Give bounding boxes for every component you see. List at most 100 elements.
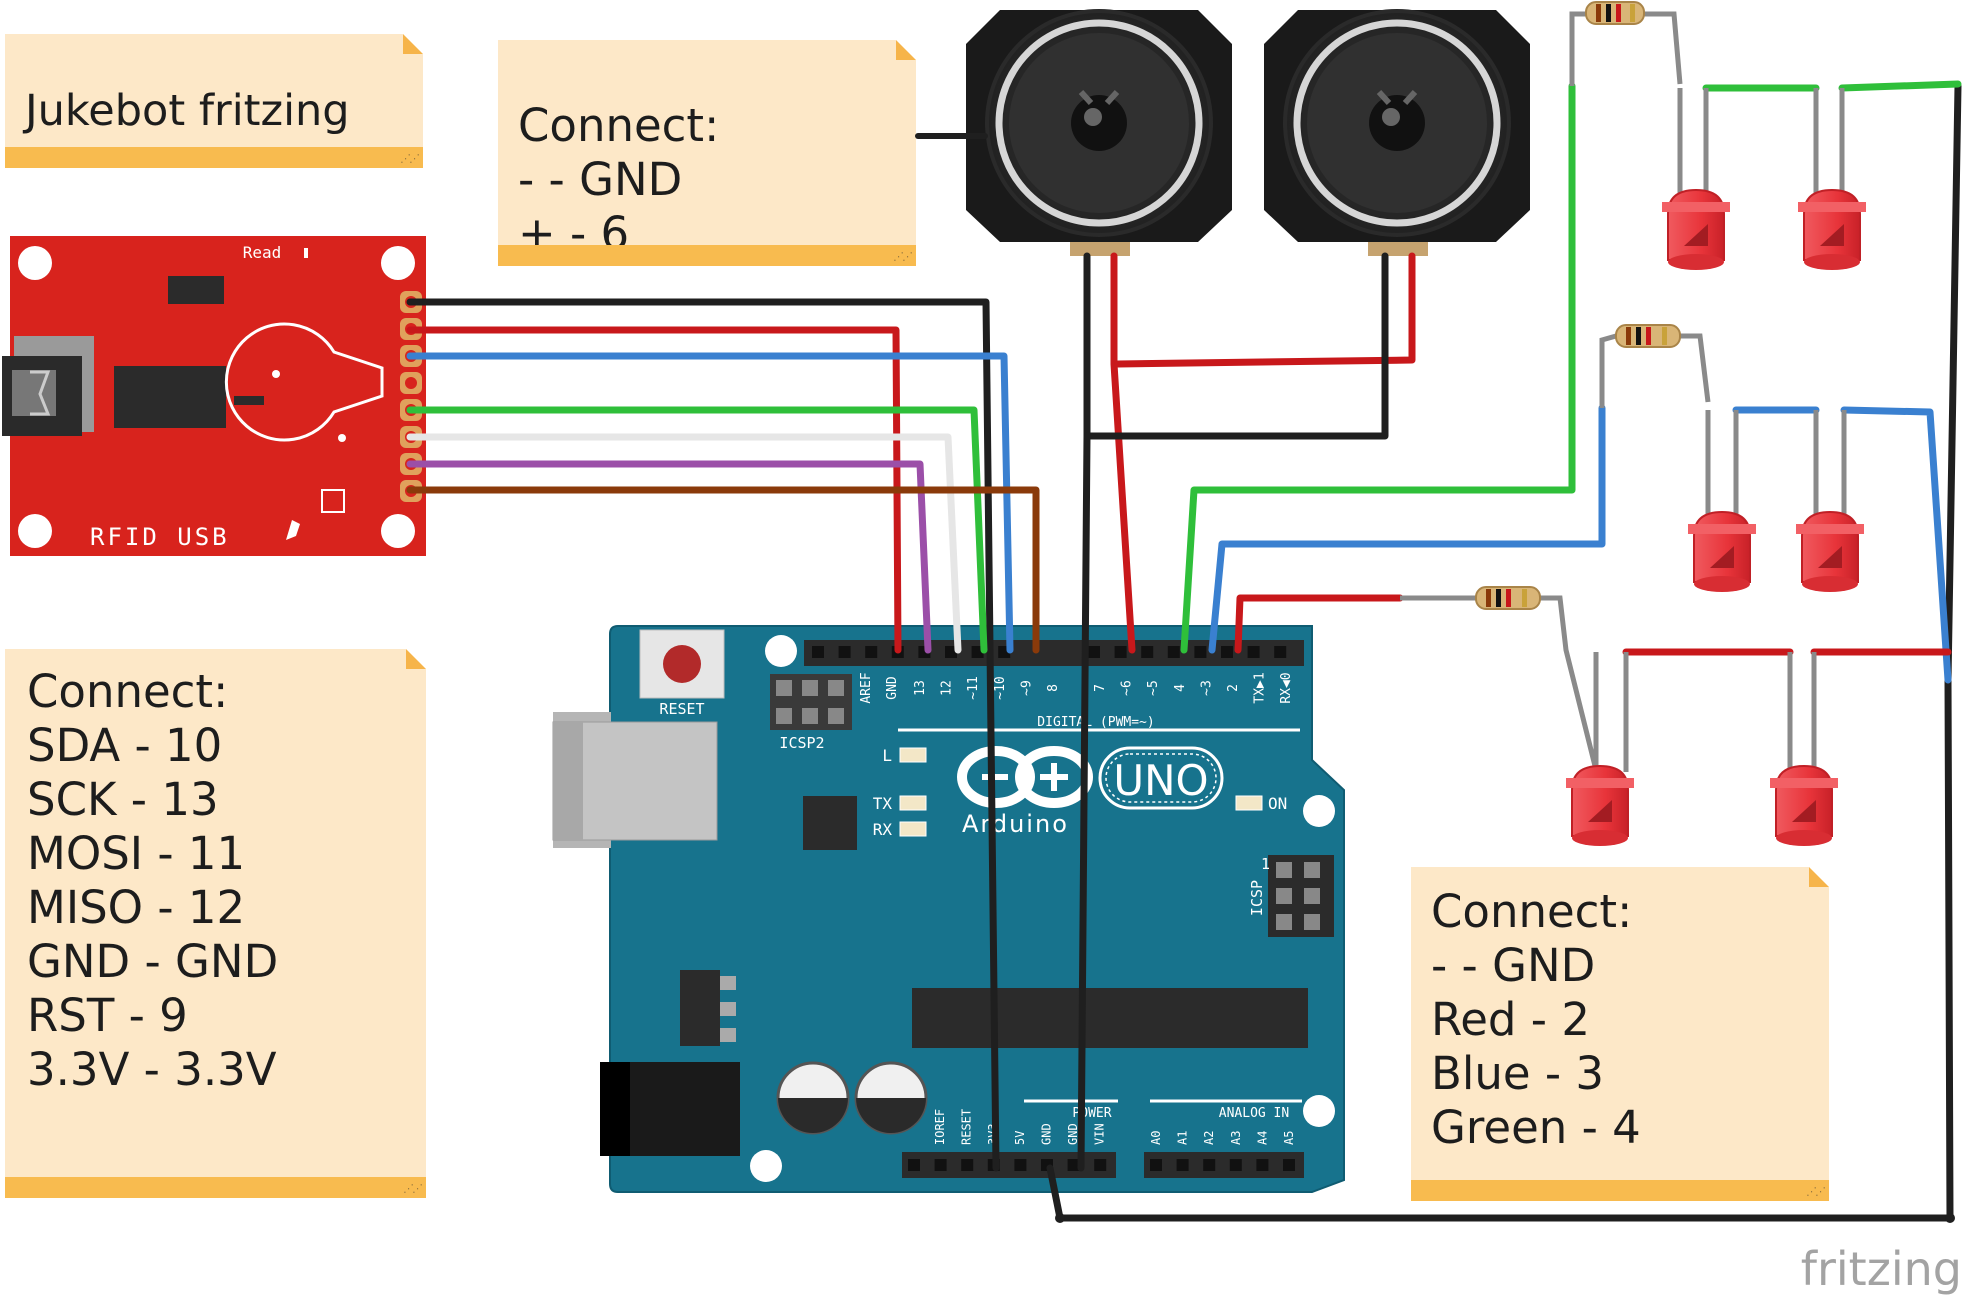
title-note: Jukebot fritzing ⋰⋰ <box>5 34 423 168</box>
analog-pin-hole[interactable] <box>1150 1159 1162 1171</box>
atmega-chip <box>912 988 1308 1048</box>
wire-black-speaker2[interactable] <box>1083 252 1389 440</box>
header-pin-hole[interactable] <box>945 646 957 658</box>
resize-grip-icon: ⋰⋰ <box>403 1182 423 1195</box>
mount-hole <box>1303 795 1335 827</box>
digital-pin-label: GND <box>885 676 900 700</box>
header-pin-hole[interactable] <box>838 646 851 658</box>
mount-hole <box>18 246 52 280</box>
wire-brown-rst[interactable] <box>406 486 1040 654</box>
red-led[interactable] <box>1688 410 1756 592</box>
speaker-note-line-1: Connect: <box>518 99 720 152</box>
led-rx-indicator <box>899 821 927 837</box>
rfid-usb-board[interactable]: Read RFID USB <box>2 236 426 556</box>
analog-pin-hole[interactable] <box>1256 1159 1269 1171</box>
mount-hole <box>381 514 415 548</box>
wire-red-speaker2[interactable] <box>1114 252 1416 368</box>
red-led[interactable] <box>1770 652 1838 846</box>
power-pin-label: GND <box>1066 1123 1080 1145</box>
rfid-note-line-8: 3.3V - 3.3V <box>27 1043 277 1096</box>
header-pin-hole[interactable] <box>1141 646 1154 658</box>
red-led[interactable] <box>1566 652 1634 846</box>
wire-blue-pin3[interactable] <box>1208 404 1606 654</box>
wire-green-sda[interactable] <box>406 406 988 654</box>
wire-green-rail[interactable] <box>1702 80 1962 92</box>
power-pin-hole[interactable] <box>961 1159 974 1171</box>
resistor-blue[interactable] <box>1599 324 1711 408</box>
resistor-green[interactable] <box>1569 1 1683 86</box>
digital-pin-label: 7 <box>1093 684 1108 692</box>
header-pin-hole[interactable] <box>1274 646 1287 658</box>
resize-grip-icon: ⋰⋰ <box>893 250 913 263</box>
resize-grip-icon: ⋰⋰ <box>1806 1185 1826 1198</box>
note-fold-icon <box>403 34 423 54</box>
header-pin-hole[interactable] <box>1194 646 1207 658</box>
led-tx-label: TX <box>873 794 893 813</box>
resistor-red[interactable] <box>1400 586 1599 771</box>
reset-button[interactable] <box>639 629 725 699</box>
header-pin-hole[interactable] <box>865 646 878 658</box>
voltage-regulator <box>680 970 720 1046</box>
note-fold-icon <box>406 649 426 669</box>
red-led[interactable] <box>1796 410 1864 592</box>
wire-purple-sck[interactable] <box>406 460 932 654</box>
analog-header <box>1144 1152 1304 1178</box>
red-led[interactable] <box>1798 88 1866 270</box>
wire-blue-rail[interactable] <box>1732 406 1952 684</box>
power-pin-label: RESET <box>960 1109 974 1145</box>
power-pin-hole[interactable] <box>908 1159 920 1171</box>
speaker-1[interactable] <box>966 9 1232 256</box>
power-pin-hole[interactable] <box>1067 1159 1080 1171</box>
analog-pin-hole[interactable] <box>1203 1159 1216 1171</box>
arduino-logo <box>957 746 1093 808</box>
header-pin-hole[interactable] <box>812 646 824 658</box>
smd-pad <box>321 489 345 513</box>
speaker-note: Connect: - - GND + - 6 ⋰⋰ <box>498 40 916 266</box>
rfid-note-line-3: SCK - 13 <box>27 773 219 826</box>
uno-model: UNO <box>1113 756 1208 805</box>
speaker-2[interactable] <box>1264 9 1530 256</box>
icsp-header <box>1268 855 1334 937</box>
analog-pin-hole[interactable] <box>1229 1159 1242 1171</box>
wire-red-3v3[interactable] <box>406 326 902 654</box>
mount-hole <box>381 246 415 280</box>
wire-blue-mosi[interactable] <box>406 352 1014 654</box>
header-pin-hole[interactable] <box>1221 646 1233 658</box>
wires <box>406 80 1962 1222</box>
rfid-note-line-5: MISO - 12 <box>27 881 246 934</box>
digital-pin-label: ~6 <box>1120 680 1135 696</box>
note-fold-icon <box>1809 867 1829 887</box>
led-note-line-5: Green - 4 <box>1431 1101 1641 1154</box>
power-pin-hole[interactable] <box>1014 1159 1027 1171</box>
led-on-label: ON <box>1268 794 1287 813</box>
digital-pin-label: TX▶1 <box>1253 672 1268 703</box>
digital-label: DIGITAL (PWM=~) <box>1037 715 1154 730</box>
rfid-note-line-2: SDA - 10 <box>27 719 223 772</box>
header-pin-hole[interactable] <box>1167 646 1180 658</box>
wire-red-pin2[interactable] <box>1234 594 1404 654</box>
digital-pin-label: ~10 <box>993 676 1008 699</box>
wire-black-gnd[interactable] <box>406 298 1000 1172</box>
wire-red-speaker-6[interactable] <box>1110 252 1136 654</box>
header-pin-hole[interactable] <box>1114 646 1127 658</box>
power-pin-hole[interactable] <box>1094 1159 1107 1171</box>
digital-pin-label: ~9 <box>1019 680 1034 696</box>
analog-pin-label: A3 <box>1229 1131 1243 1145</box>
analog-pin-label: A4 <box>1255 1131 1269 1145</box>
digital-pin-label: 4 <box>1173 684 1188 692</box>
digital-pin-label: ~5 <box>1146 680 1161 696</box>
header-pin-hole[interactable] <box>1088 646 1100 658</box>
red-led[interactable] <box>1662 88 1730 270</box>
wire-green-pin4[interactable] <box>1180 82 1576 654</box>
capacitor <box>854 1061 928 1135</box>
capacitor <box>776 1061 850 1135</box>
header-pin-hole[interactable] <box>1247 646 1260 658</box>
analog-pin-hole[interactable] <box>1176 1159 1189 1171</box>
analog-pin-hole[interactable] <box>1283 1159 1295 1171</box>
power-pin-label: VIN <box>1093 1123 1107 1145</box>
power-pin-label: GND <box>1039 1123 1053 1145</box>
wire-white-miso[interactable] <box>406 433 962 654</box>
power-pin-hole[interactable] <box>934 1159 947 1171</box>
led-note-line-1: Connect: <box>1431 885 1633 938</box>
